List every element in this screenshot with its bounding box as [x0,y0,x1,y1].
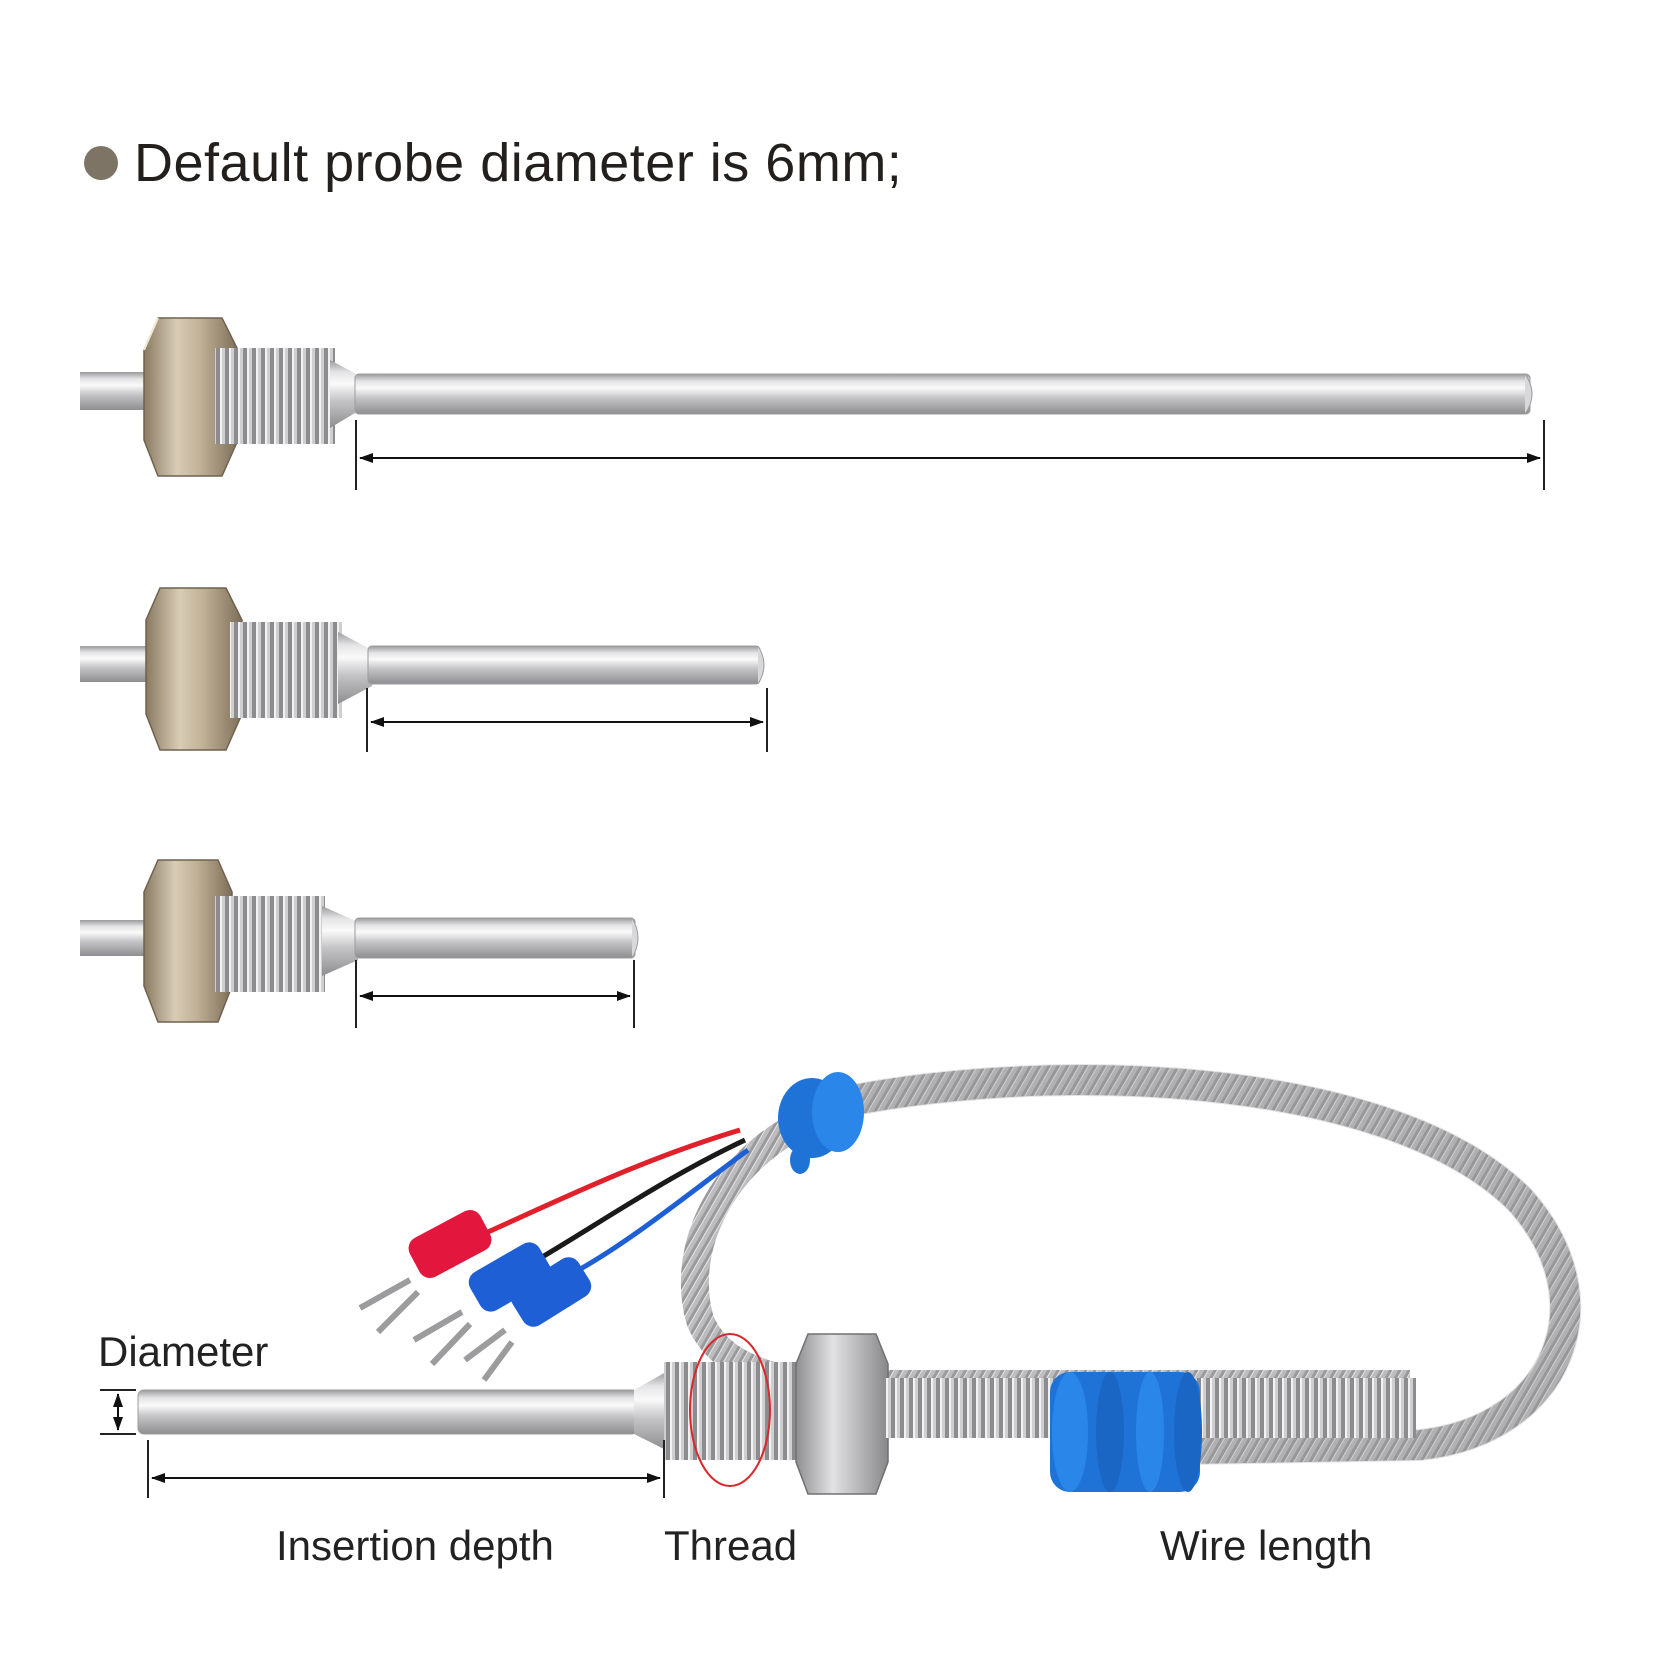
probe-medium [80,587,765,751]
insertion-dimension-long [355,420,1545,490]
insertion-depth-label: Insertion depth [276,1522,554,1569]
wire-length-label: Wire length [1160,1522,1373,1569]
terminal-red [358,1210,492,1335]
diameter-label: Diameter [98,1328,269,1375]
blue-sleeve-top [778,1072,864,1174]
insertion-dimension-short [355,960,635,1028]
blue-sleeve-spring [1050,1372,1202,1492]
probe-long [80,317,1533,477]
headline: Default probe diameter is 6mm; [84,128,902,198]
diameter-dimension [100,1389,136,1435]
sensor-assembly [137,1064,1582,1495]
bullet-icon [84,146,118,180]
insertion-dimension-medium [366,688,768,752]
headline-text: Default probe diameter is 6mm; [134,133,903,193]
thread-marker [689,1333,771,1487]
terminal-blue-1 [412,1242,552,1367]
insertion-dimension-assembly [147,1440,665,1498]
probe-short [80,859,639,1023]
terminal-blue-2 [463,1257,592,1382]
thread-label: Thread [664,1522,798,1569]
